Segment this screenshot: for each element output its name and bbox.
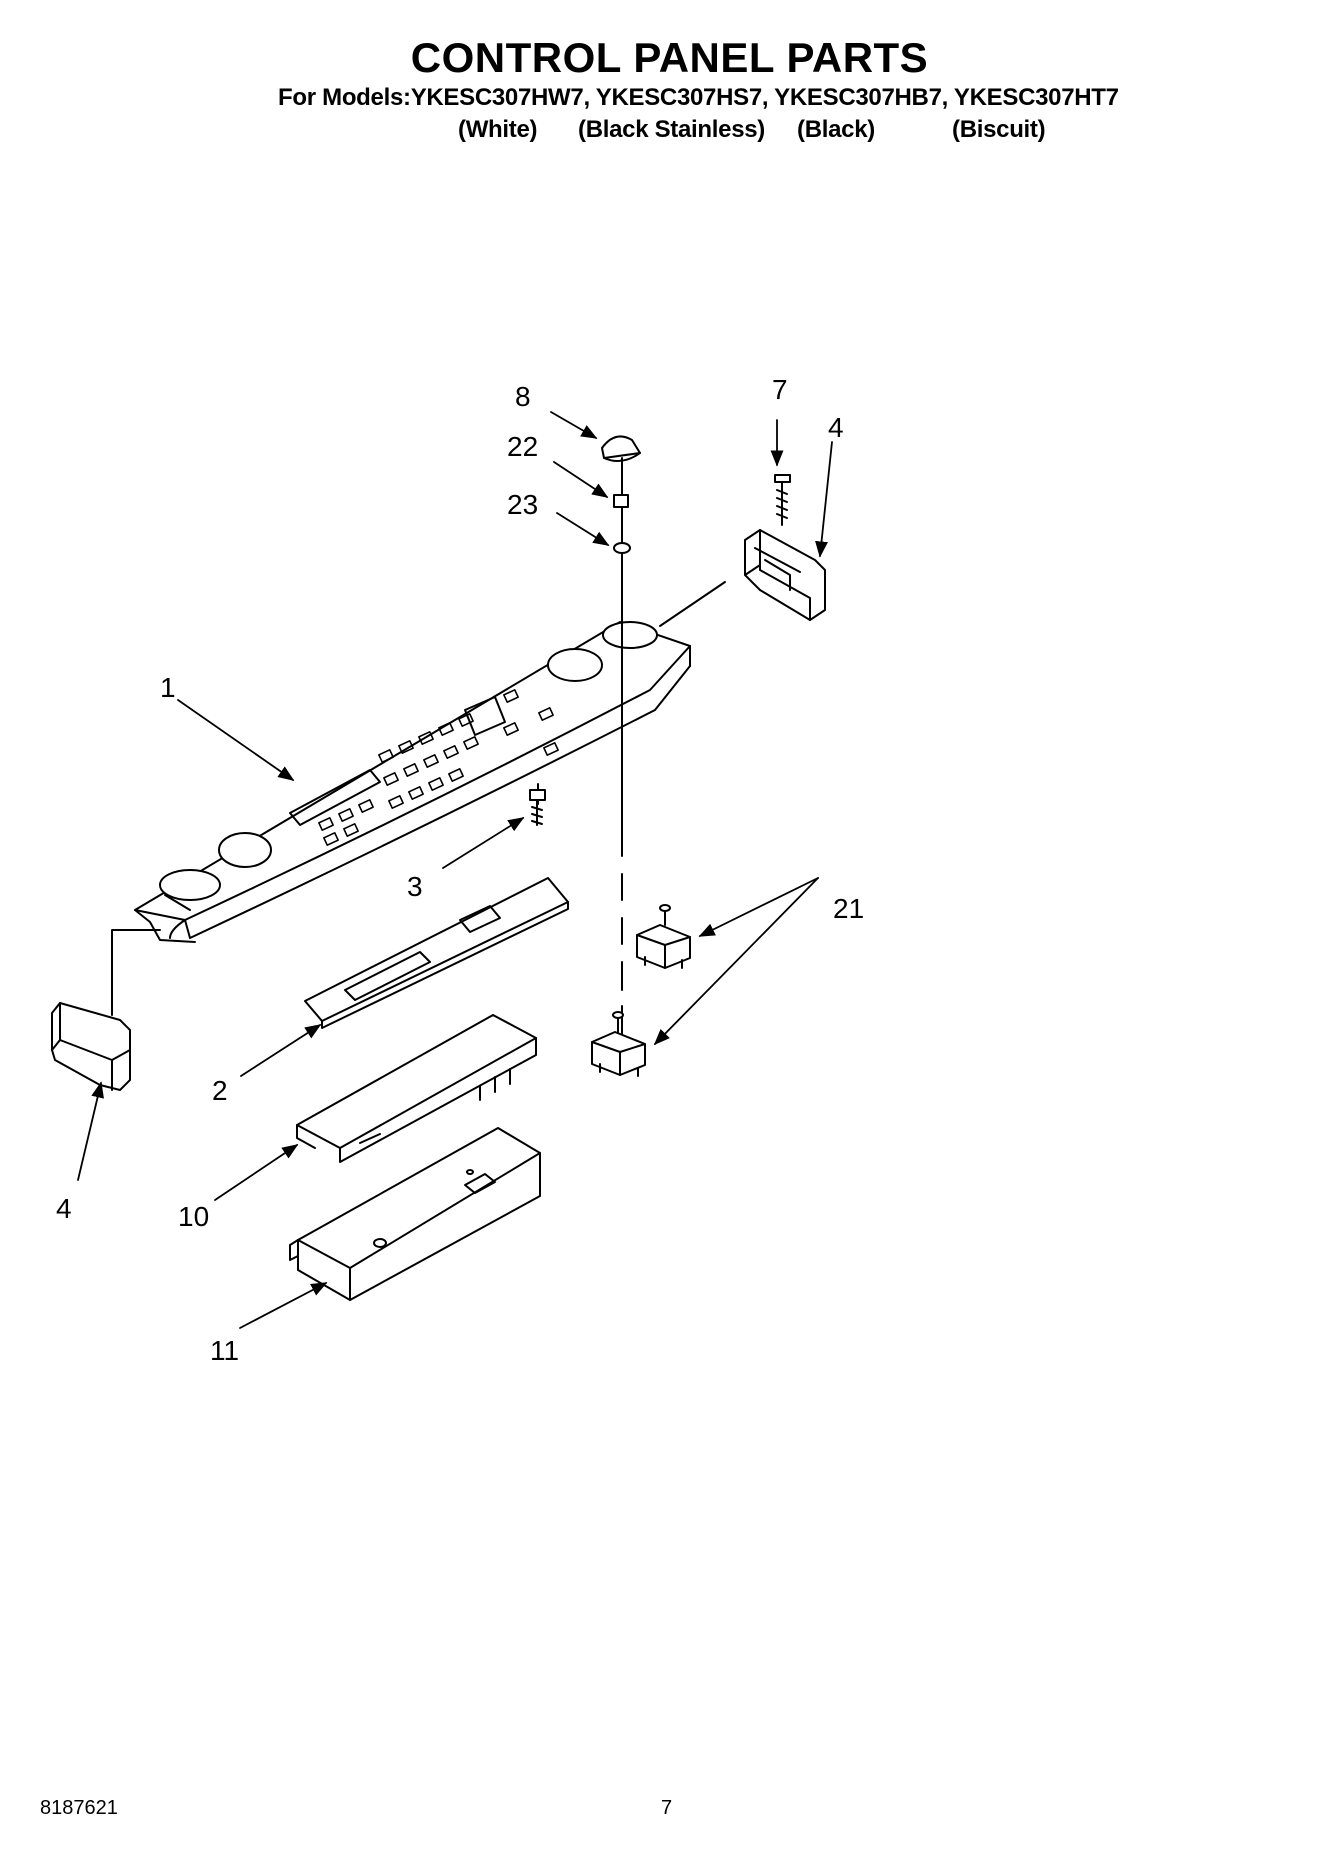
right-end-cap: [744, 529, 826, 621]
variant-biscuit: (Biscuit): [952, 116, 1046, 143]
leader-cap-to-panel: [111, 929, 161, 1016]
callout-4-right: 4: [828, 412, 844, 443]
control-knob: [601, 435, 641, 463]
callout-7: 7: [772, 374, 788, 405]
left-end-cap: [51, 1002, 131, 1091]
washer: [613, 542, 631, 554]
hex-nut: [613, 494, 629, 508]
callout-2: 2: [212, 1075, 228, 1106]
control-shield: [289, 1127, 541, 1301]
callout-4-left: 4: [56, 1193, 72, 1224]
variant-black-stainless: (Black Stainless): [578, 116, 765, 143]
document-number: 8187621: [40, 1797, 118, 1819]
callout-3: 3: [407, 871, 423, 902]
infinite-switch-lower: [591, 1011, 646, 1077]
callout-8: 8: [515, 381, 531, 412]
mounting-screw-top: [774, 474, 791, 526]
electronic-control-board: [296, 1014, 537, 1163]
models-line: For Models:YKESC307HW7, YKESC307HS7, YKE…: [278, 84, 1119, 111]
page-number: 7: [661, 1797, 673, 1819]
variant-white: (White): [458, 116, 538, 143]
callout-10: 10: [178, 1201, 209, 1232]
callout-11: 11: [210, 1335, 239, 1366]
callout-1: 1: [160, 672, 176, 703]
overlay-film: [304, 877, 569, 1029]
callout-21: 21: [833, 893, 864, 924]
infinite-switch-upper: [636, 904, 691, 969]
leader-panel-to-cap: [659, 581, 726, 627]
page-title: CONTROL PANEL PARTS: [410, 34, 929, 81]
variant-black: (Black): [797, 116, 875, 143]
control-panel-console: [134, 621, 691, 943]
callout-23: 23: [507, 489, 538, 520]
mounting-screw-bottom: [529, 783, 546, 826]
callout-22: 22: [507, 431, 538, 462]
